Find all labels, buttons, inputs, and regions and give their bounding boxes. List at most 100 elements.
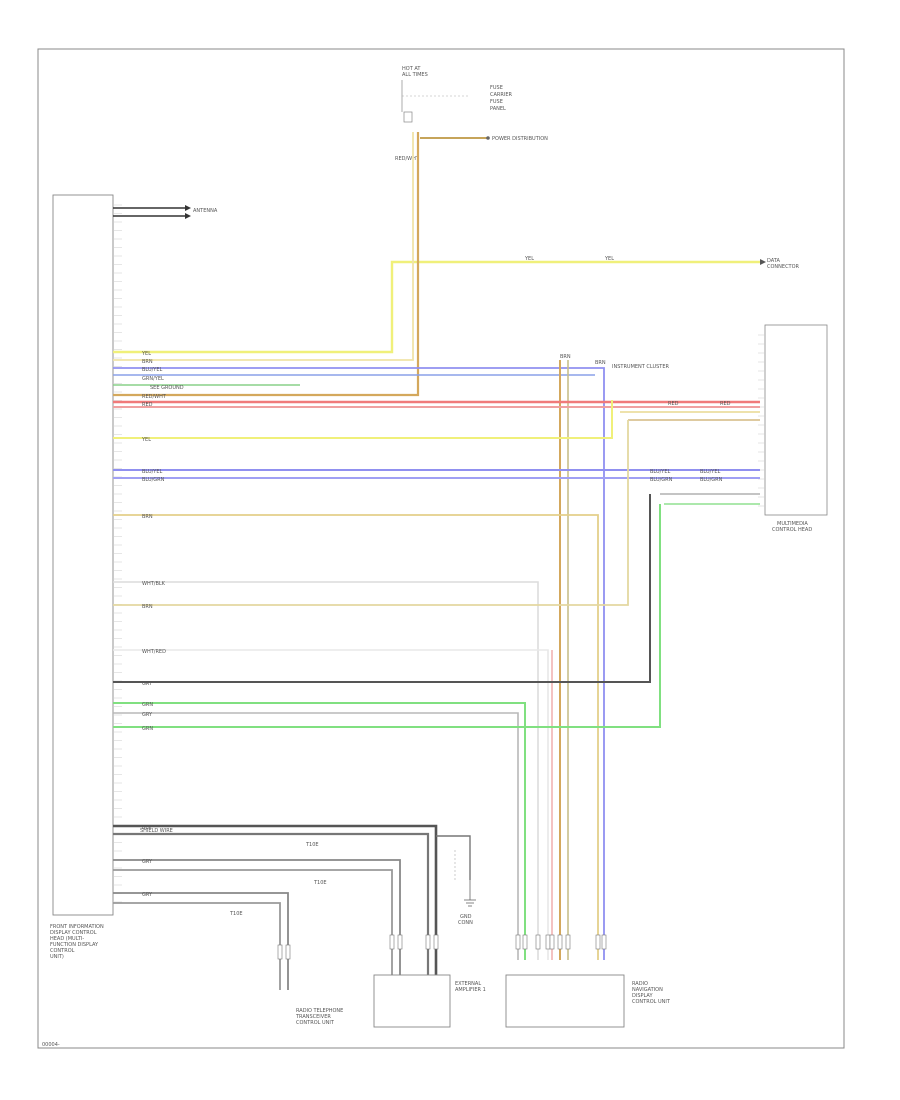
splice-label-1: T10E bbox=[305, 842, 319, 848]
svg-text:DISPLAY: DISPLAY bbox=[632, 993, 653, 999]
svg-text:RED: RED bbox=[720, 401, 731, 407]
connector-stubs bbox=[277, 934, 607, 960]
bottom-wire-group: T10E T10E T10E SHIELD WIRE bbox=[113, 824, 471, 990]
fuse-title-2: ALL TIMES bbox=[402, 72, 428, 78]
svg-text:BRN: BRN bbox=[142, 514, 153, 520]
wire-fuse-power bbox=[113, 132, 420, 397]
data-connector-label-2: CONNECTOR bbox=[767, 264, 800, 270]
fuse-wire-code: RED/WHT bbox=[395, 156, 420, 162]
svg-text:RADIO: RADIO bbox=[632, 981, 648, 987]
wire-brn-loop bbox=[113, 420, 629, 606]
svg-text:FUNCTION DISPLAY: FUNCTION DISPLAY bbox=[50, 942, 99, 948]
fuse-label-1: FUSE bbox=[490, 85, 503, 91]
svg-text:WHT/RED: WHT/RED bbox=[142, 649, 166, 655]
connector-stub bbox=[549, 934, 555, 950]
svg-text:CONTROL: CONTROL bbox=[50, 948, 75, 954]
svg-text:GRN/YEL: GRN/YEL bbox=[142, 376, 164, 382]
wire-gray-2 bbox=[113, 712, 519, 960]
svg-text:BLU/YEL: BLU/YEL bbox=[700, 469, 721, 475]
connector-stub bbox=[515, 934, 521, 950]
module-right-label-1: MULTIMEDIA bbox=[777, 521, 808, 527]
fuse-label-3: FUSE bbox=[490, 99, 503, 105]
wire-yellow-data: DATA CONNECTOR YEL YEL bbox=[113, 256, 800, 354]
wire-gray-long bbox=[113, 494, 651, 683]
wire-brown-upper bbox=[113, 132, 414, 361]
svg-text:BRN: BRN bbox=[142, 604, 153, 610]
fuse-label-2: CARRIER bbox=[490, 92, 512, 98]
svg-text:EXTERNAL: EXTERNAL bbox=[455, 981, 481, 987]
connector-stub bbox=[433, 934, 439, 950]
fuse-block: HOT AT ALL TIMES FUSE CARRIER FUSE PANEL… bbox=[395, 66, 548, 162]
svg-text:GRY: GRY bbox=[142, 892, 153, 898]
svg-text:GRN: GRN bbox=[142, 702, 153, 708]
module-bottom-right bbox=[505, 974, 625, 1028]
wire-green-2 bbox=[113, 504, 661, 728]
module-left-label: FRONT INFORMATION DISPLAY CONTROL HEAD (… bbox=[50, 924, 104, 960]
module-bottom-left-label: RADIO TELEPHONE TRANSCEIVER CONTROL UNIT bbox=[295, 1008, 343, 1026]
connector-stub bbox=[565, 934, 571, 950]
svg-text:CONTROL UNIT: CONTROL UNIT bbox=[632, 999, 671, 1005]
svg-text:BLK: BLK bbox=[142, 825, 152, 831]
svg-text:RED: RED bbox=[142, 402, 153, 408]
wire-blu-yel bbox=[113, 367, 605, 960]
module-left bbox=[52, 194, 114, 916]
connector-stub bbox=[557, 934, 563, 950]
footer-code: 00004- bbox=[42, 1042, 60, 1048]
wire-brn-long bbox=[113, 514, 599, 960]
wire-code-yel-top: YEL bbox=[524, 256, 534, 262]
splice-label-2: T10E bbox=[313, 880, 327, 886]
ground-note: SEE GROUND bbox=[150, 385, 184, 391]
module-right-label-2: CONTROL HEAD bbox=[772, 527, 812, 533]
connector-stub bbox=[285, 944, 291, 960]
connector-stub bbox=[389, 934, 395, 950]
module-right bbox=[764, 324, 828, 516]
module-bottom-mid bbox=[373, 974, 451, 1028]
wire-yellow-mid bbox=[113, 400, 613, 439]
ground-symbol: GND CONN bbox=[458, 880, 476, 926]
svg-text:BRN: BRN bbox=[595, 360, 606, 366]
connector-stub bbox=[601, 934, 607, 950]
module-right-pins bbox=[758, 334, 765, 507]
svg-text:RADIO TELEPHONE: RADIO TELEPHONE bbox=[296, 1008, 343, 1014]
svg-text:GRY: GRY bbox=[142, 859, 153, 865]
module-bottom-right-label: RADIO NAVIGATION DISPLAY CONTROL UNIT bbox=[632, 981, 671, 1005]
data-connector-label-1: DATA bbox=[767, 258, 780, 264]
svg-text:UNIT): UNIT) bbox=[50, 954, 64, 960]
connector-stub bbox=[545, 934, 551, 950]
svg-text:BLU/YEL: BLU/YEL bbox=[142, 367, 163, 373]
svg-text:BLU/GRN: BLU/GRN bbox=[650, 477, 673, 483]
svg-text:GRY: GRY bbox=[142, 712, 153, 718]
shield-wire-note: SHIELD WIRE bbox=[140, 828, 173, 834]
wire-wht-red bbox=[113, 649, 549, 960]
connector-stub bbox=[595, 934, 601, 950]
fuse-destination: POWER DISTRIBUTION bbox=[492, 136, 548, 142]
svg-text:GRN: GRN bbox=[142, 726, 153, 732]
svg-text:WHT/BLK: WHT/BLK bbox=[142, 581, 166, 587]
svg-text:HEAD (MULTI-: HEAD (MULTI- bbox=[50, 936, 84, 942]
svg-text:TRANSCEIVER: TRANSCEIVER bbox=[295, 1014, 331, 1020]
module-left-pins bbox=[113, 204, 122, 903]
svg-text:BRN: BRN bbox=[142, 359, 153, 365]
svg-text:AMPLIFIER 1: AMPLIFIER 1 bbox=[455, 987, 486, 993]
svg-text:NAVIGATION: NAVIGATION bbox=[632, 987, 663, 993]
svg-text:RED: RED bbox=[668, 401, 679, 407]
svg-text:GRY: GRY bbox=[142, 681, 153, 687]
antenna-wires: ANTENNA bbox=[113, 205, 218, 219]
svg-text:BLU/YEL: BLU/YEL bbox=[650, 469, 671, 475]
svg-text:FRONT INFORMATION: FRONT INFORMATION bbox=[50, 924, 104, 930]
connector-stub bbox=[535, 934, 541, 950]
top-splice-label: BRN bbox=[560, 354, 571, 360]
ground-label-1: GND bbox=[460, 914, 472, 920]
connector-stub bbox=[425, 934, 431, 950]
fuse-label-4: PANEL bbox=[490, 106, 506, 112]
fuse-title-1: HOT AT bbox=[402, 66, 421, 72]
svg-text:YEL: YEL bbox=[141, 437, 151, 443]
svg-text:YEL: YEL bbox=[141, 351, 151, 357]
svg-text:INSTRUMENT CLUSTER: INSTRUMENT CLUSTER bbox=[612, 364, 670, 370]
svg-text:YEL: YEL bbox=[604, 256, 614, 262]
svg-text:BLU/YEL: BLU/YEL bbox=[142, 469, 163, 475]
svg-text:BLU/GRN: BLU/GRN bbox=[700, 477, 723, 483]
svg-text:DISPLAY CONTROL: DISPLAY CONTROL bbox=[50, 930, 97, 936]
